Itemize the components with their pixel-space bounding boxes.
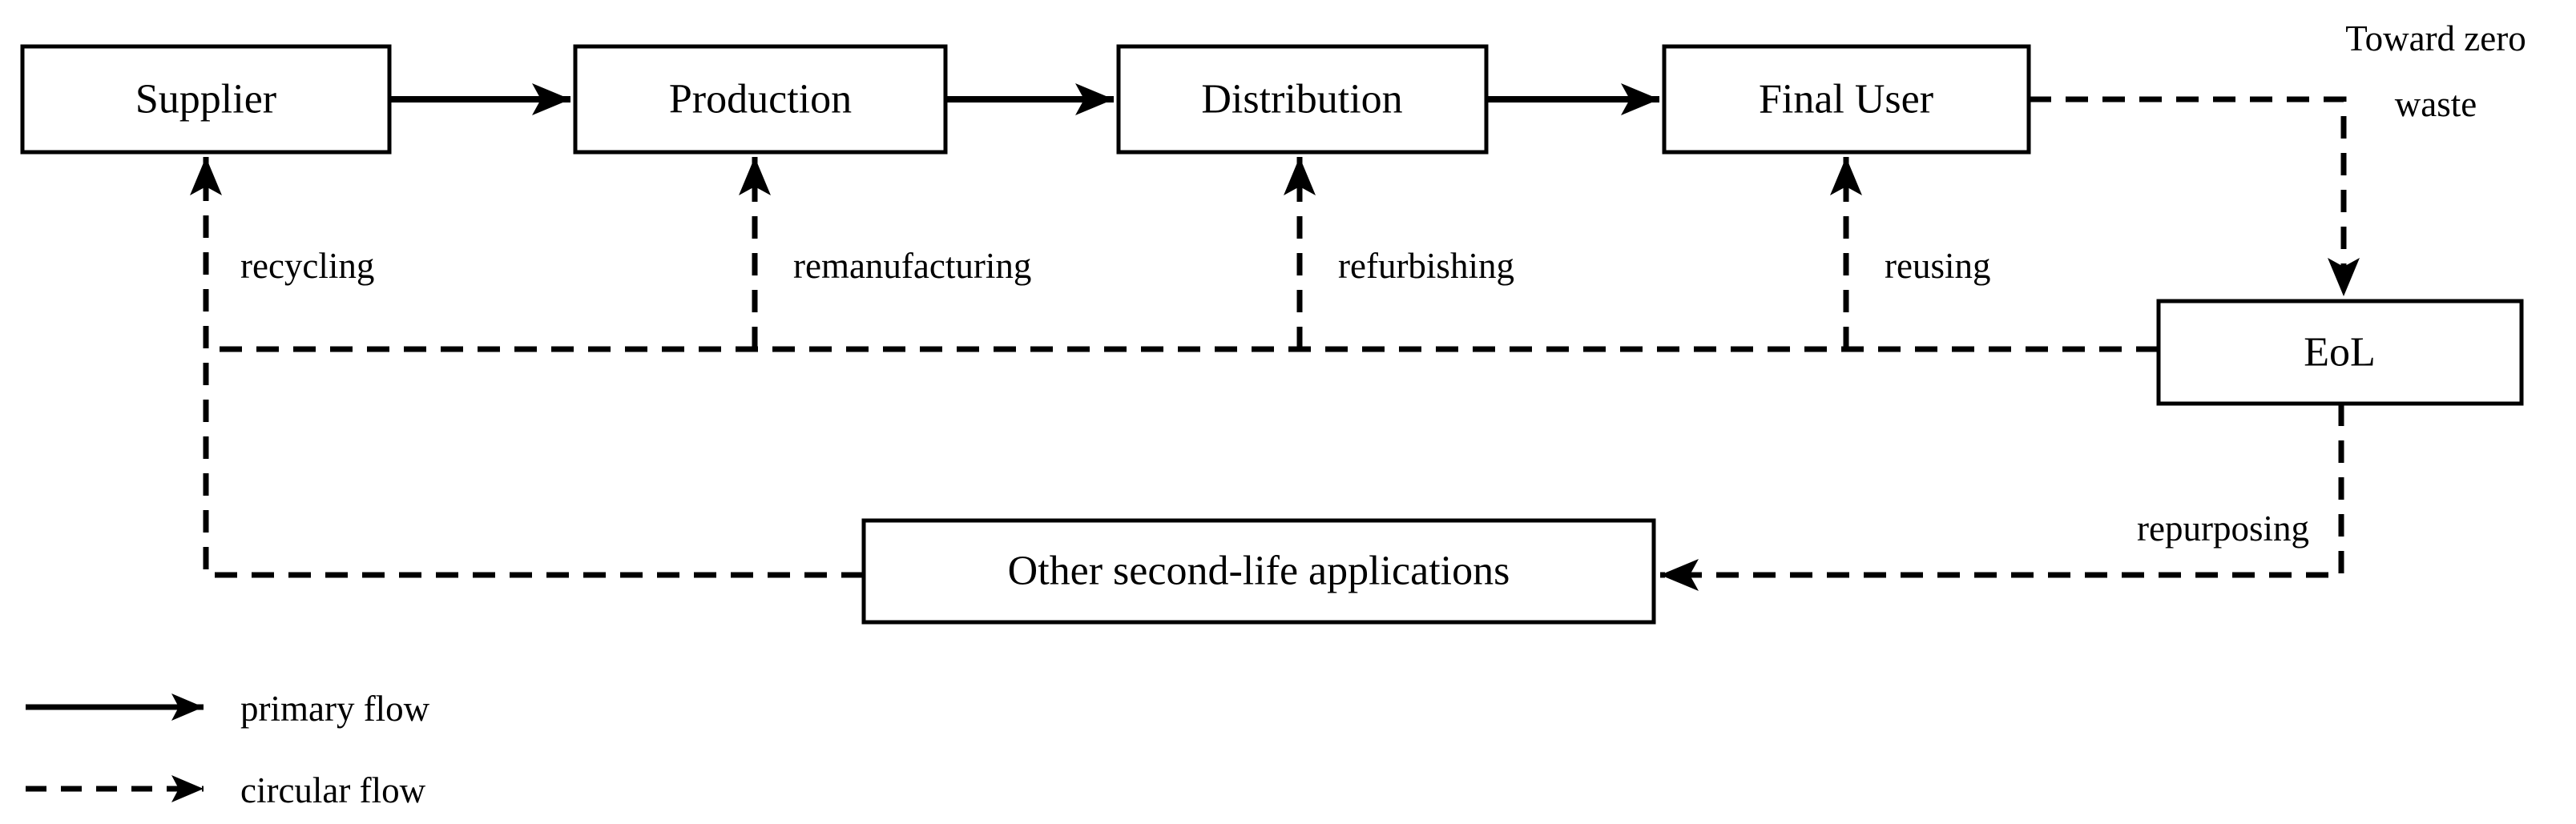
legend-primary-flow-label: primary flow: [240, 689, 430, 729]
annotation-line-2: waste: [2395, 84, 2477, 124]
label-repurposing: repurposing: [2137, 508, 2309, 549]
label-remanufacturing: remanufacturing: [793, 246, 1031, 286]
box-supplier: Supplier: [20, 44, 392, 155]
arrow-recycling-to-supplier: [190, 157, 864, 578]
arrow-finaluser-to-eol: [2029, 96, 2360, 296]
box-distribution-label: Distribution: [1201, 77, 1402, 123]
box-second-life-rect: [861, 518, 1656, 625]
box-final-user-label: Final User: [1759, 77, 1933, 123]
box-eol-label: EoL: [2304, 330, 2376, 376]
box-second-life-label: Other second-life applications: [1008, 549, 1510, 594]
box-production: Production: [573, 44, 948, 155]
box-second-life: Other second-life applications: [861, 518, 1656, 625]
box-supplier-label: Supplier: [135, 77, 276, 123]
legend: primary flow circular flow: [26, 689, 430, 810]
label-reusing: reusing: [1885, 246, 1990, 286]
box-eol: EoL: [2156, 299, 2524, 406]
box-supplier-rect: [20, 44, 392, 155]
label-recycling: recycling: [240, 246, 374, 286]
box-eol-rect: [2156, 299, 2524, 406]
annotation-toward-zero-waste: Toward zero waste: [2345, 18, 2526, 124]
box-distribution-rect: [1116, 44, 1489, 155]
box-production-label: Production: [669, 77, 852, 123]
annotation-line-1: Toward zero: [2345, 18, 2526, 58]
box-production-rect: [573, 44, 948, 155]
box-distribution: Distribution: [1116, 44, 1489, 155]
legend-circular-flow-label: circular flow: [240, 770, 426, 810]
label-refurbishing: refurbishing: [1338, 246, 1514, 286]
box-final-user-rect: [1662, 44, 2031, 155]
box-final-user: Final User: [1662, 44, 2031, 155]
arrow-eol-to-secondlife: [1660, 404, 2344, 591]
